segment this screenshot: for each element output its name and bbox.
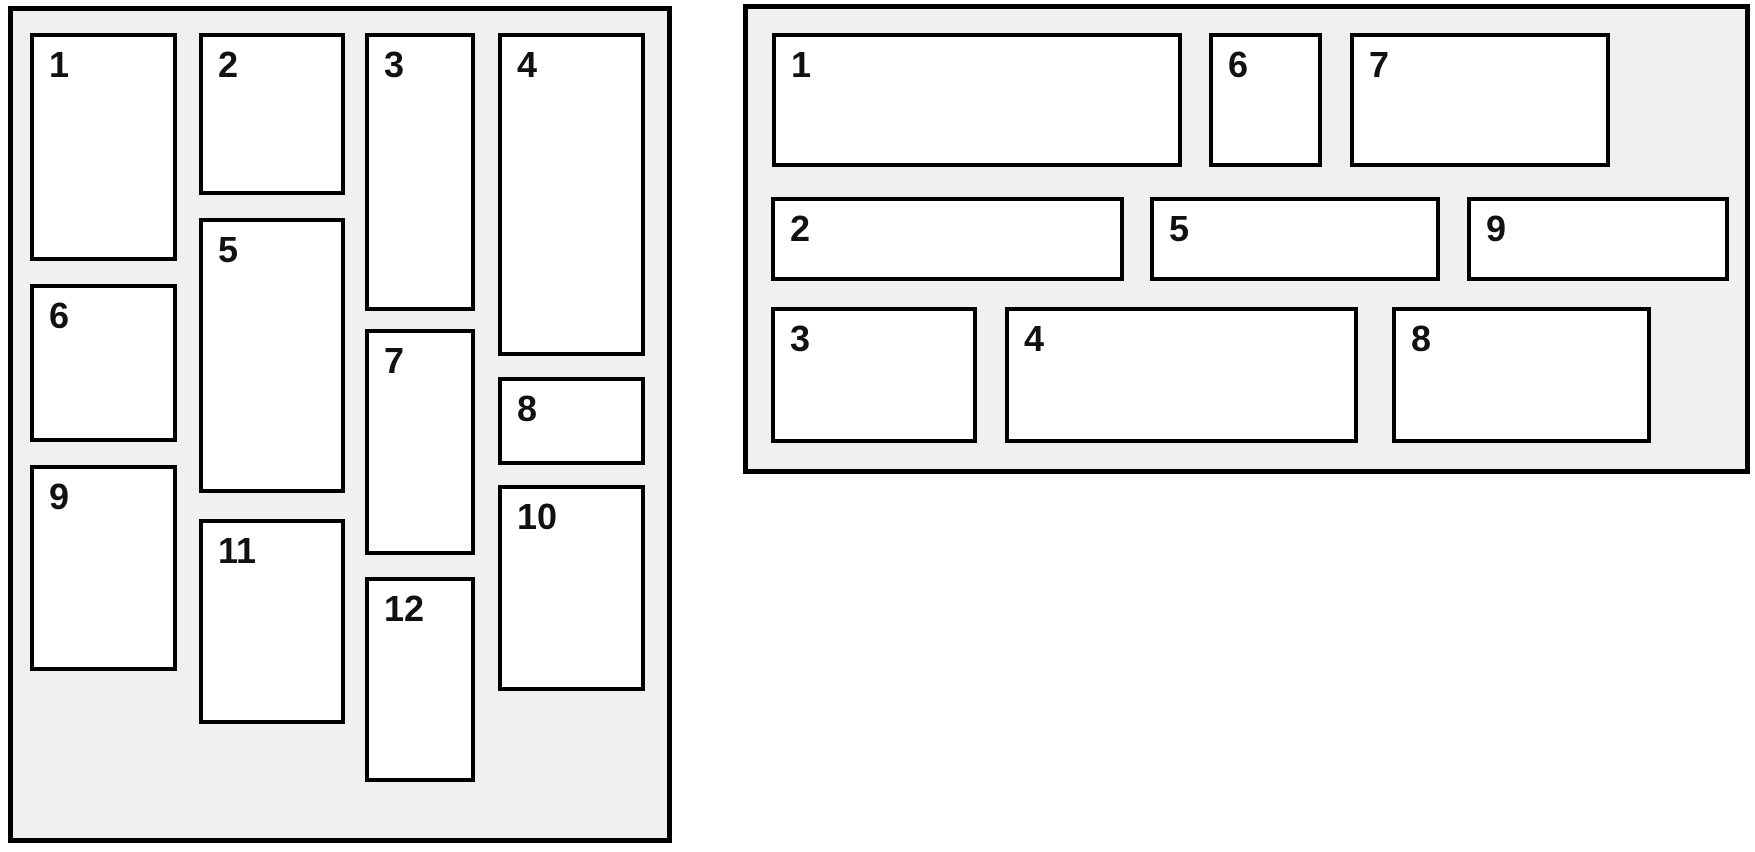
row-masonry-panel: 1 2 3 4 5 6 7 8 9 bbox=[743, 4, 1750, 474]
left-box-3-label: 3 bbox=[384, 44, 405, 85]
left-box-12: 12 bbox=[365, 577, 475, 782]
left-box-4: 4 bbox=[498, 33, 645, 356]
left-box-5-label: 5 bbox=[218, 229, 239, 270]
right-box-7: 7 bbox=[1350, 33, 1610, 167]
left-box-6: 6 bbox=[30, 284, 177, 442]
right-box-4-label: 4 bbox=[1024, 318, 1045, 359]
right-box-4: 4 bbox=[1005, 307, 1358, 443]
left-box-6-label: 6 bbox=[49, 295, 70, 336]
right-box-6: 6 bbox=[1209, 33, 1322, 167]
left-box-12-label: 12 bbox=[384, 588, 425, 629]
right-box-2-label: 2 bbox=[790, 208, 811, 249]
left-box-2: 2 bbox=[199, 33, 345, 195]
right-box-5-label: 5 bbox=[1169, 208, 1190, 249]
right-box-8: 8 bbox=[1392, 307, 1651, 443]
left-box-7-label: 7 bbox=[384, 340, 405, 381]
left-box-9-label: 9 bbox=[49, 476, 70, 517]
left-box-2-label: 2 bbox=[218, 44, 239, 85]
left-box-11-label: 11 bbox=[218, 530, 257, 571]
right-box-6-label: 6 bbox=[1228, 44, 1249, 85]
right-box-8-label: 8 bbox=[1411, 318, 1432, 359]
right-box-3: 3 bbox=[771, 307, 977, 443]
left-box-8: 8 bbox=[498, 377, 645, 465]
right-box-5: 5 bbox=[1150, 197, 1440, 281]
right-box-3-label: 3 bbox=[790, 318, 811, 359]
left-box-5: 5 bbox=[199, 218, 345, 493]
left-box-11: 11 bbox=[199, 519, 345, 724]
left-box-7: 7 bbox=[365, 329, 475, 555]
right-box-7-label: 7 bbox=[1369, 44, 1390, 85]
left-box-9: 9 bbox=[30, 465, 177, 671]
left-box-1-label: 1 bbox=[49, 44, 70, 85]
left-box-1: 1 bbox=[30, 33, 177, 261]
right-box-1-label: 1 bbox=[791, 44, 812, 85]
left-box-4-label: 4 bbox=[517, 44, 538, 85]
column-masonry-panel: 1 2 3 4 5 6 7 8 9 10 11 12 bbox=[8, 6, 672, 843]
right-box-1: 1 bbox=[772, 33, 1182, 167]
left-box-10-label: 10 bbox=[517, 496, 558, 537]
left-box-8-label: 8 bbox=[517, 388, 538, 429]
right-box-9-label: 9 bbox=[1486, 208, 1507, 249]
left-box-3: 3 bbox=[365, 33, 475, 311]
left-box-10: 10 bbox=[498, 485, 645, 691]
right-box-2: 2 bbox=[771, 197, 1124, 281]
right-box-9: 9 bbox=[1467, 197, 1729, 281]
